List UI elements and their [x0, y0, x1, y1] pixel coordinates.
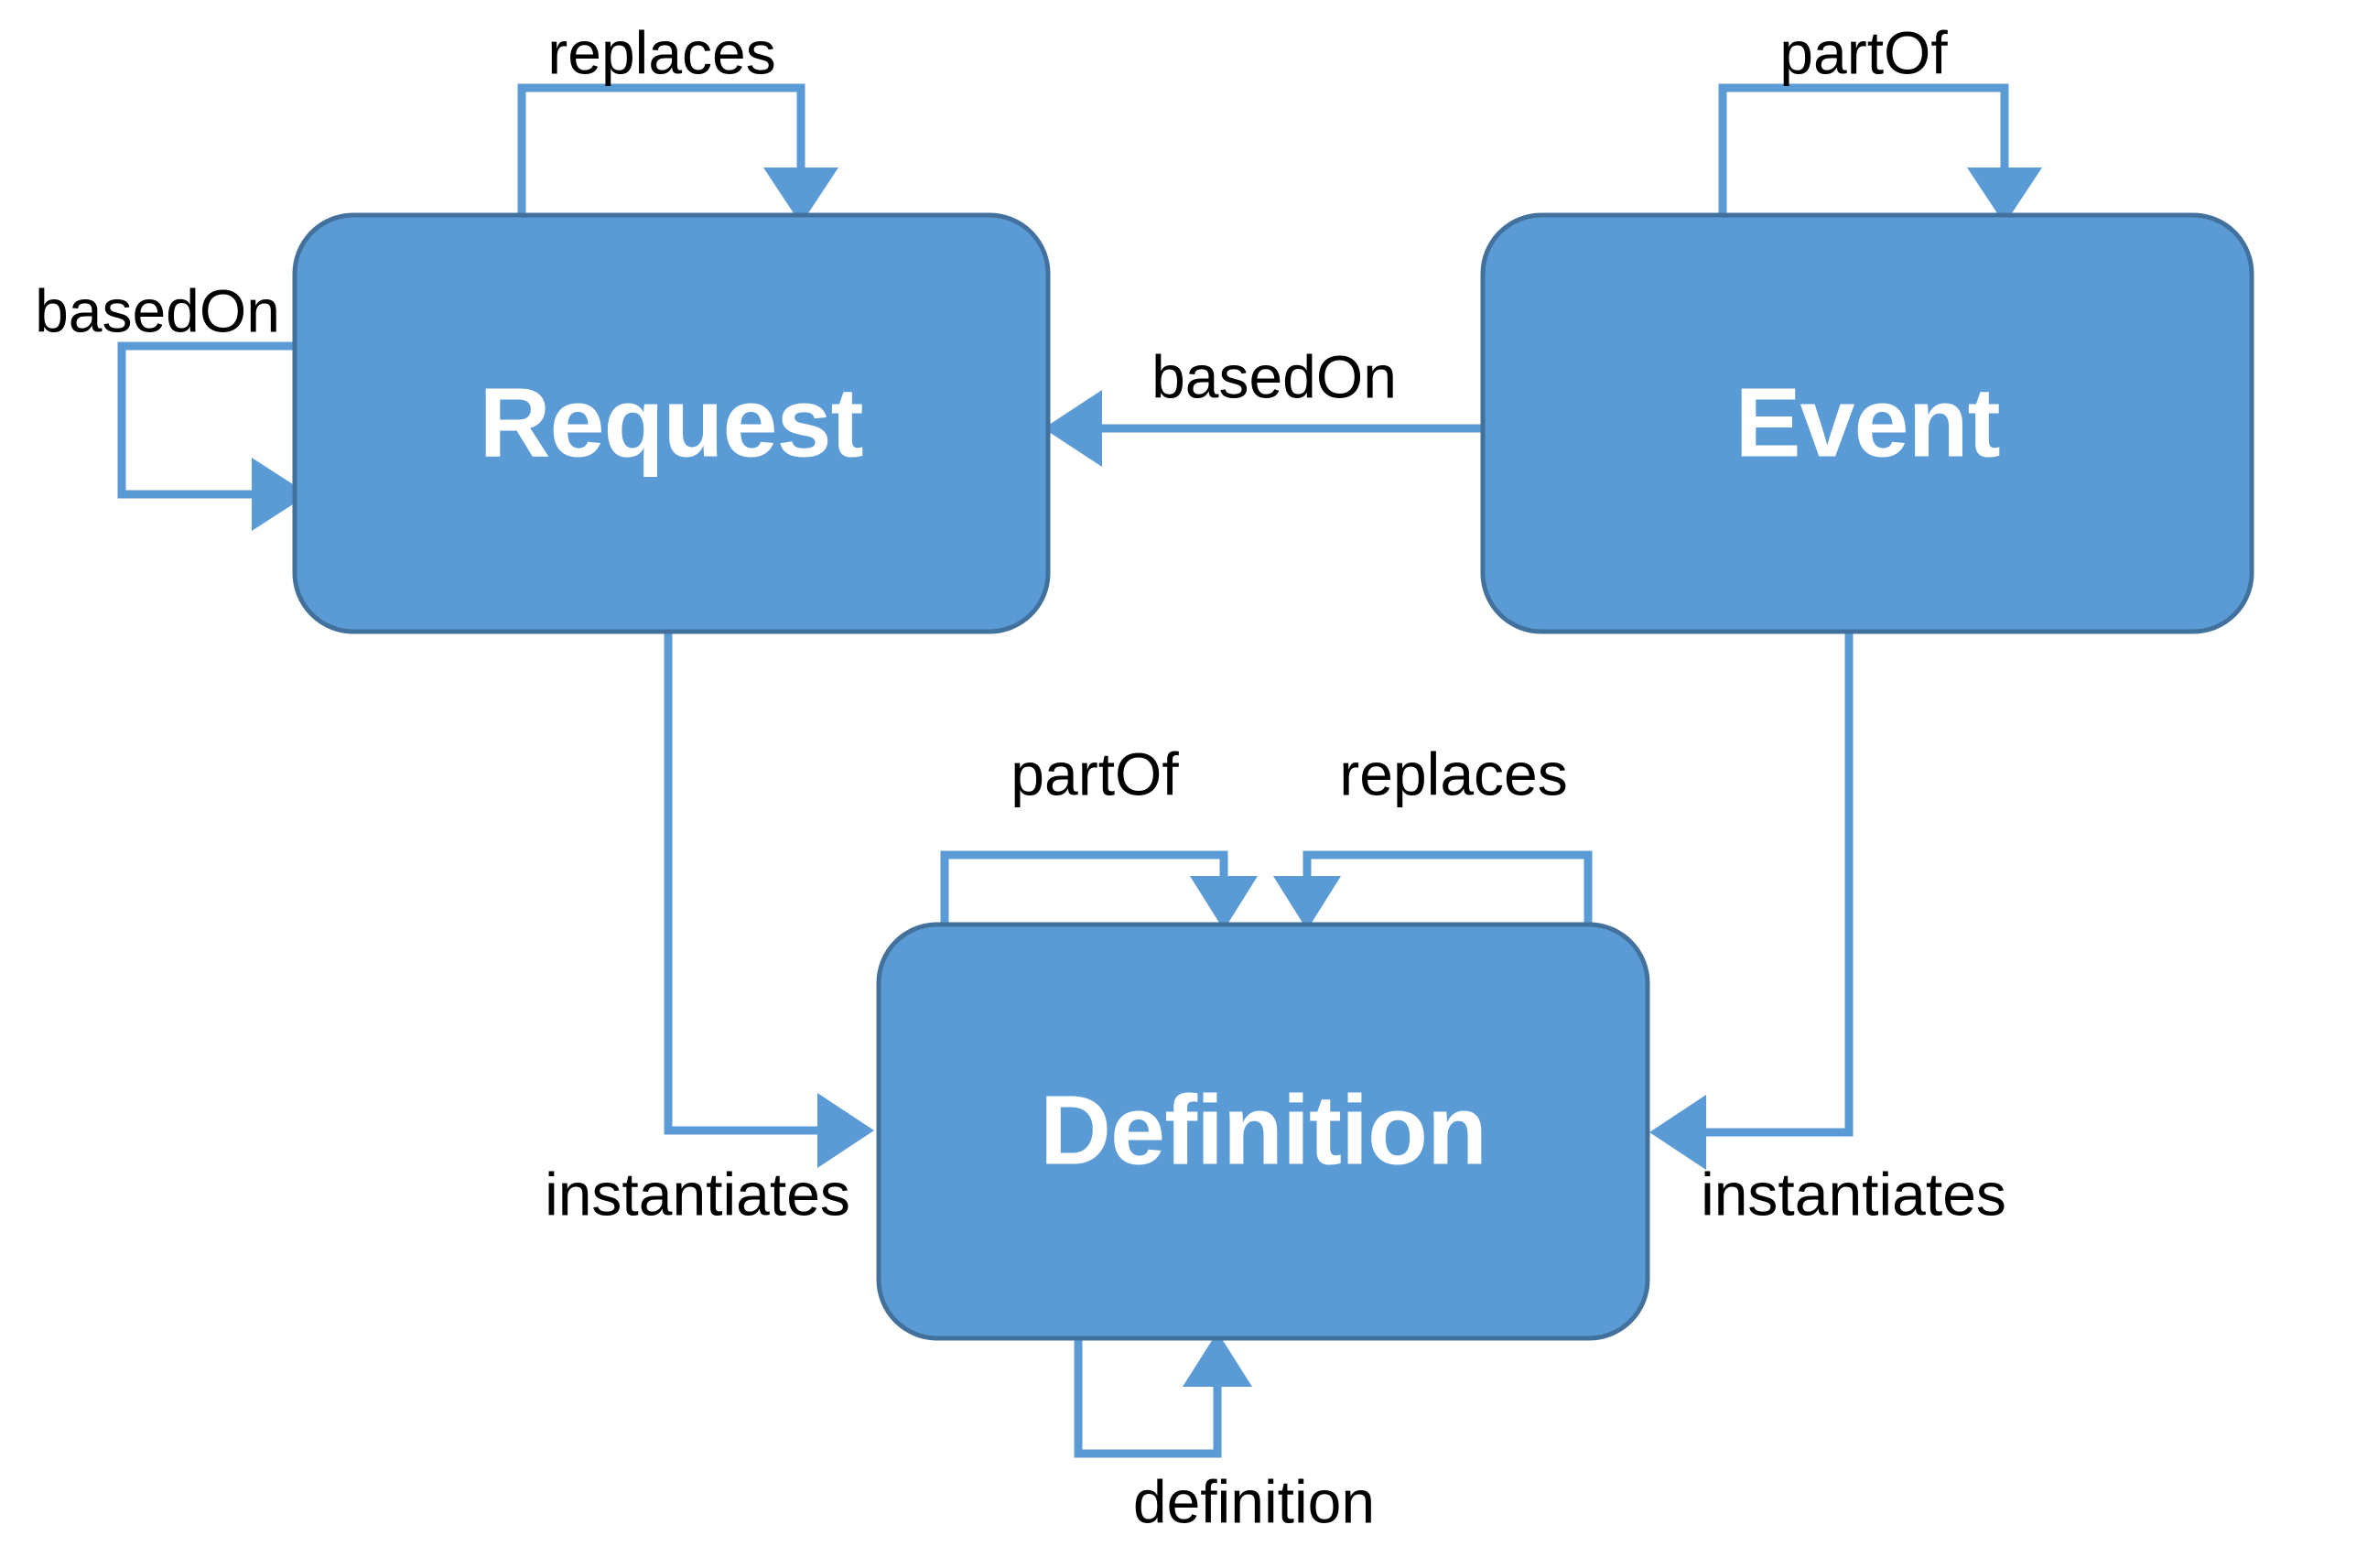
- edge-label-request-basedon-self: basedOn: [35, 276, 280, 344]
- node-request[interactable]: Request: [292, 212, 1051, 634]
- node-definition-label: Definition: [1040, 1075, 1486, 1185]
- edge-event-instantiates[interactable]: [1649, 632, 1854, 1170]
- edge-definition-partof[interactable]: [940, 850, 1258, 930]
- edge-request-basedon-self-path: [117, 341, 295, 499]
- node-event-shape: [1480, 212, 2254, 634]
- edge-event-partof-path: [1718, 83, 2009, 215]
- edge-label-definition-partof: partOf: [1011, 740, 1179, 807]
- node-request-shape: [292, 212, 1051, 634]
- edge-label-event-basedon-request: basedOn: [1151, 342, 1397, 410]
- arrowhead-down-icon: [1273, 876, 1341, 930]
- node-request-label: Request: [479, 367, 862, 478]
- node-definition[interactable]: Definition: [876, 922, 1650, 1341]
- arrowhead-right-icon: [252, 458, 308, 531]
- arrowhead-left-icon: [1649, 1095, 1706, 1170]
- edge-definition-definition-path: [1074, 1338, 1222, 1458]
- node-definition-shape: [876, 922, 1650, 1341]
- edge-label-event-partof: partOf: [1779, 18, 1948, 86]
- edge-event-basedon-request[interactable]: [1043, 390, 1483, 467]
- edge-event-partof[interactable]: [1718, 83, 2042, 224]
- arrowhead-down-icon: [763, 168, 838, 224]
- edge-definition-partof-path: [940, 850, 1228, 925]
- arrowhead-down-icon: [1190, 876, 1258, 930]
- edge-request-instantiates[interactable]: [664, 632, 874, 1168]
- edge-event-instantiates-path: [1695, 632, 1854, 1137]
- edge-label-definition-definition: definition: [1133, 1467, 1375, 1535]
- arrowhead-up-icon: [1183, 1332, 1252, 1387]
- edge-label-request-instantiates: instantiates: [545, 1160, 850, 1227]
- edge-request-replaces-path: [517, 83, 805, 215]
- edge-request-basedon-self[interactable]: [117, 341, 308, 531]
- edge-label-event-instantiates: instantiates: [1701, 1160, 2006, 1227]
- edge-definition-replaces[interactable]: [1273, 850, 1593, 930]
- edge-request-instantiates-path: [664, 632, 828, 1135]
- node-event-label: Event: [1735, 367, 1999, 478]
- arrowhead-down-icon: [1967, 168, 2042, 224]
- node-event[interactable]: Event: [1480, 212, 2254, 634]
- arrowhead-left-icon: [1043, 390, 1102, 467]
- edge-definition-replaces-path: [1302, 850, 1593, 925]
- edge-label-request-replaces: replaces: [547, 18, 775, 86]
- edge-request-replaces[interactable]: [517, 83, 838, 224]
- arrowhead-right-icon: [817, 1093, 874, 1168]
- edge-label-definition-replaces: replaces: [1339, 740, 1567, 807]
- edge-definition-definition[interactable]: [1074, 1332, 1252, 1458]
